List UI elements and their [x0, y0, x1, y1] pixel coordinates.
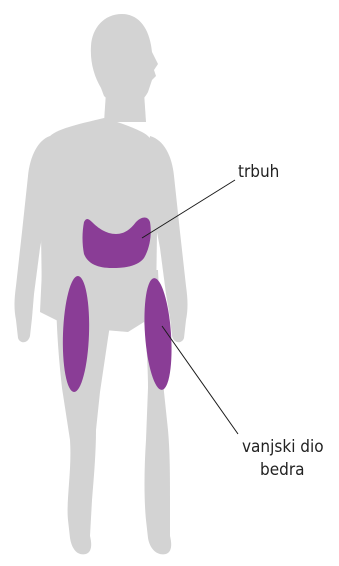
thigh-leader-line	[162, 326, 238, 434]
body-silhouette	[15, 14, 188, 554]
thigh-label-line1: vanjski dio	[242, 437, 324, 457]
thigh-label-line2: bedra	[260, 460, 305, 480]
abdomen-label: trbuh	[238, 162, 279, 182]
neck	[104, 92, 146, 122]
